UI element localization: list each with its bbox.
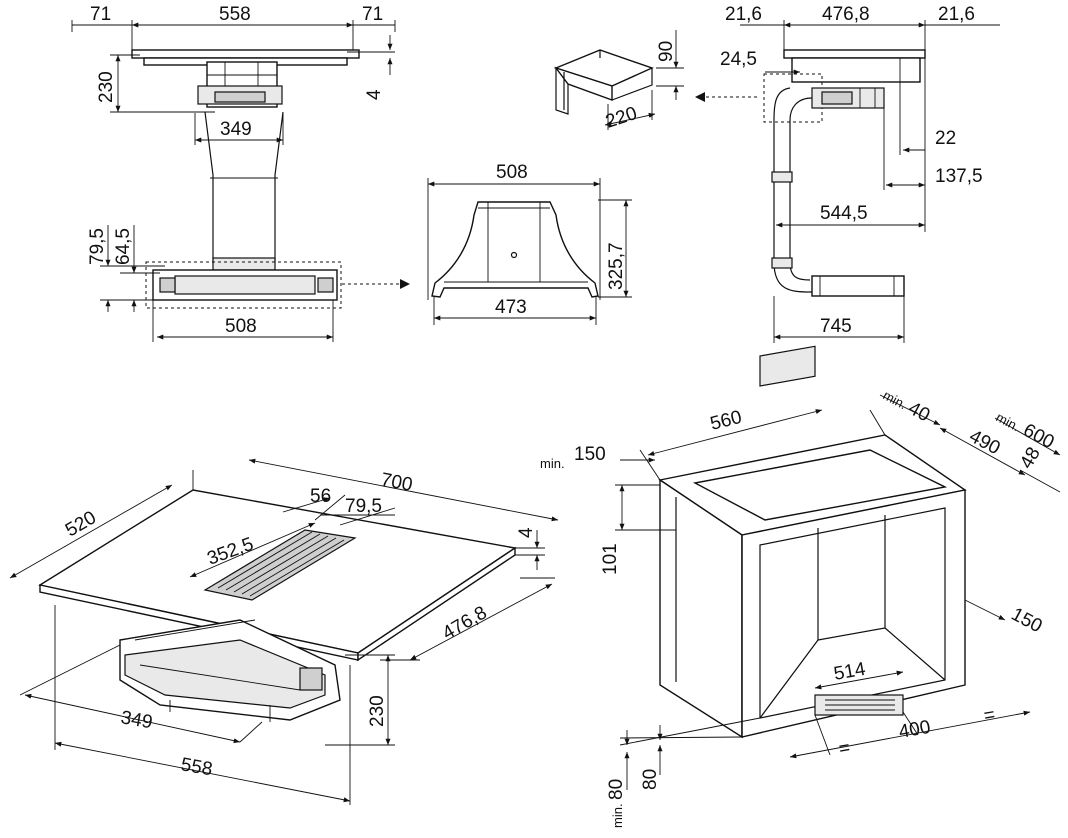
dim-cab-width: 560	[708, 407, 744, 435]
dim-80: 80	[640, 769, 661, 790]
dim-min-top: 40	[905, 398, 934, 426]
dim-c: 544,5	[820, 203, 868, 224]
dim-h-outer: 79,5	[87, 228, 108, 265]
dim-min-left: 150	[574, 444, 606, 465]
dim-unit-height: 230	[367, 695, 388, 727]
dim-vent-offset: 56	[310, 486, 331, 507]
dim-h-inner: 64,5	[113, 228, 134, 265]
dim-a: 22	[935, 128, 956, 149]
dim-side-right: 21,6	[938, 4, 975, 25]
view-elbow: 220 90	[553, 30, 760, 133]
dim-400: 400	[897, 717, 932, 743]
dim-base-width: 508	[225, 316, 257, 337]
dim-elbow-width: 220	[603, 103, 640, 133]
label-min-80: min.	[610, 803, 625, 828]
view-front-section: 71 558 71 4 230 349	[71, 4, 410, 342]
dim-side-left: 21,6	[725, 4, 762, 25]
dim-eq-left: =	[837, 737, 852, 760]
dim-depth: 230	[96, 71, 117, 103]
dim-width-top: 508	[496, 162, 528, 183]
dim-150: 150	[1008, 604, 1046, 637]
dim-101: 101	[600, 543, 621, 575]
label-min-side: min.	[994, 409, 1023, 434]
dim-b: 137,5	[935, 166, 983, 187]
view-side-section: 21,6 476,8 21,6 24,5 22 137,5 544,5	[720, 4, 1000, 343]
dim-hob-width: 700	[379, 469, 414, 496]
dim-vent-width: 79,5	[345, 496, 382, 517]
dim-hob-depth: 520	[62, 507, 100, 541]
dim-w-right: 71	[362, 4, 383, 25]
dim-thickness: 4	[364, 89, 385, 100]
dim-hob-thickness: 4	[516, 527, 537, 538]
dim-cutout-width: 558	[179, 754, 214, 780]
dim-width-bottom: 473	[495, 297, 527, 318]
dim-cutout-depth: 476,8	[439, 602, 491, 644]
view-iso-cabinet: 560 min. 40 min. 600 490 48 min. 150 101…	[540, 345, 1061, 828]
dim-center: 476,8	[822, 4, 870, 25]
dim-unit-width: 349	[119, 707, 154, 733]
dim-eq-right: =	[982, 704, 997, 727]
dim-offset: 24,5	[720, 49, 757, 70]
dim-w-center: 558	[219, 4, 251, 25]
dim-min-80: 80	[606, 779, 627, 800]
label-min-top: min.	[881, 387, 910, 412]
dim-height: 325,7	[606, 242, 627, 290]
dim-w-left: 71	[90, 4, 111, 25]
label-min-left: min.	[540, 456, 565, 471]
dim-elbow-height: 90	[656, 41, 677, 62]
dim-d: 745	[820, 316, 852, 337]
dim-490: 490	[966, 426, 1004, 459]
dim-duct-width: 349	[220, 119, 252, 140]
view-transition-piece: 508 325,7 473	[427, 162, 632, 325]
view-iso-hob: 700 520 56 79,5 352,5 4 476,8 230	[9, 458, 559, 805]
